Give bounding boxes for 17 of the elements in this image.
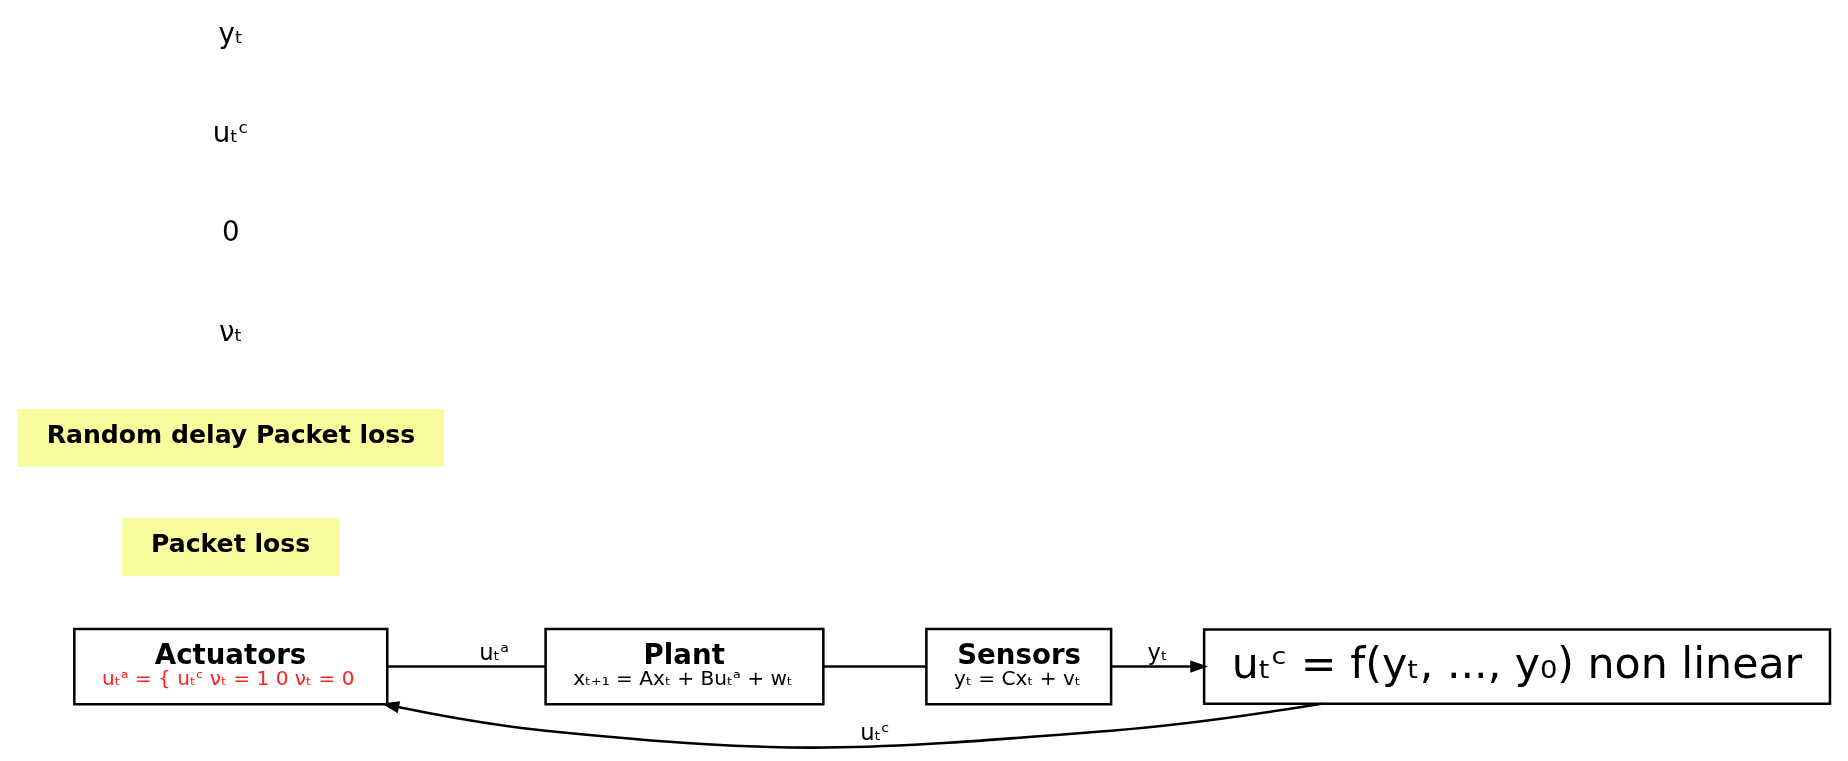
label: uₜᶜ (212, 116, 249, 150)
label: yₜ (218, 16, 243, 50)
arrow (381, 701, 1322, 749)
node-box: Actuators uₜᵃ = { uₜᶜ νₜ = 1 0 νₜ = 0 (72, 627, 388, 706)
arrow (1111, 660, 1208, 673)
node-box: Random delay Packet loss (17, 408, 444, 467)
label: νₜ (218, 314, 243, 348)
node-box: Sensors yₜ = Cxₜ + vₜ (924, 627, 1112, 706)
connector (823, 665, 926, 668)
node-box: Plant xₜ₊₁ = Axₜ + Buₜᵃ + wₜ (543, 627, 825, 706)
connector (386, 665, 545, 668)
edge-label: uₜᶜ (859, 718, 890, 745)
edge-label: yₜ (1147, 638, 1168, 665)
node-box: Packet loss (121, 518, 339, 577)
label: 0 (221, 215, 240, 249)
node-box: uₜᶜ = f(yₜ, ..., y₀) non linear (1202, 628, 1831, 705)
edge-label: uₜᵃ (478, 638, 509, 665)
